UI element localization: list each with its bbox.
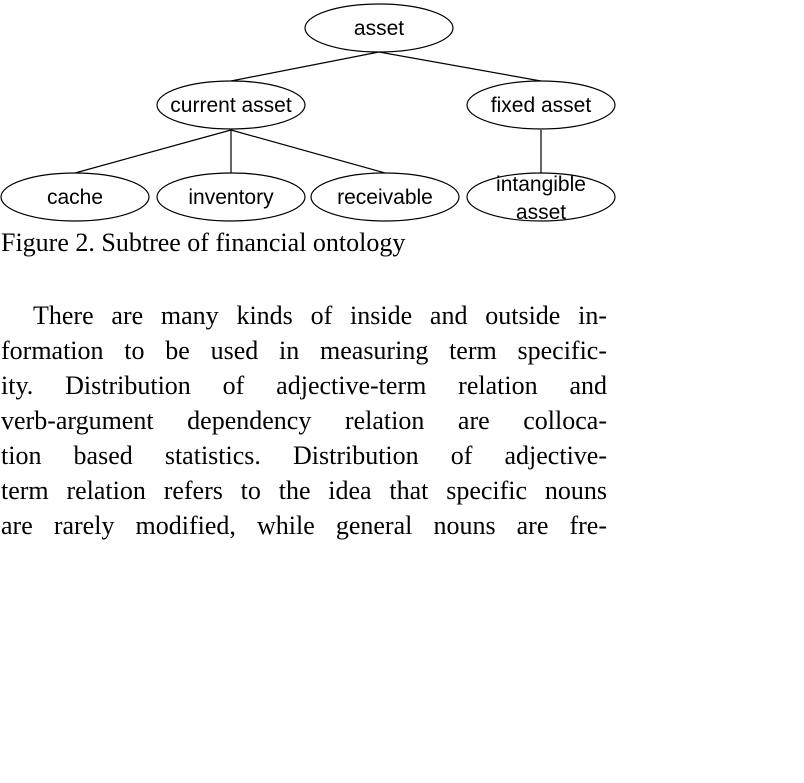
- node-fixed-asset: fixed asset: [466, 80, 616, 130]
- node-intangible-asset-label-line1: intangible: [496, 173, 586, 196]
- edge-current-asset-receivable: [230, 129, 386, 174]
- paragraph-line: There are many kinds of inside and outsi…: [33, 301, 607, 330]
- paragraph-line: verb-argument dependency relation are co…: [1, 406, 607, 435]
- node-intangible-asset-label-line2: asset: [516, 201, 566, 224]
- paragraph-line: formation to be used in measuring term s…: [1, 336, 607, 365]
- node-current-asset: current asset: [156, 80, 306, 130]
- paragraph-line: ity. Distribution of adjective-term rela…: [1, 371, 607, 400]
- edge-asset-current-asset: [230, 51, 380, 82]
- edge-asset-fixed-asset: [378, 51, 542, 82]
- node-asset-label: asset: [354, 17, 404, 40]
- node-intangible-asset: intangible asset: [466, 172, 616, 224]
- node-inventory-label: inventory: [188, 186, 274, 209]
- paragraph-line: tion based statistics. Distribution of a…: [1, 441, 607, 470]
- node-current-asset-label: current asset: [170, 94, 292, 117]
- figure-caption: Figure 2. Subtree of financial ontology: [1, 228, 406, 257]
- edge-current-asset-cache: [74, 129, 232, 174]
- body-paragraph: There are many kinds of inside and outsi…: [1, 298, 607, 543]
- node-receivable: receivable: [310, 172, 460, 222]
- node-asset: asset: [304, 3, 454, 53]
- node-receivable-label: receivable: [337, 186, 433, 209]
- ontology-tree-diagram: asset current asset fixed asset cache in…: [0, 3, 616, 224]
- node-cache-label: cache: [47, 186, 103, 209]
- paragraph-line: term relation refers to the idea that sp…: [1, 476, 607, 505]
- node-cache: cache: [0, 172, 150, 222]
- paragraph-line: are rarely modified, while general nouns…: [1, 511, 607, 540]
- node-inventory: inventory: [156, 172, 306, 222]
- node-fixed-asset-label: fixed asset: [491, 94, 592, 117]
